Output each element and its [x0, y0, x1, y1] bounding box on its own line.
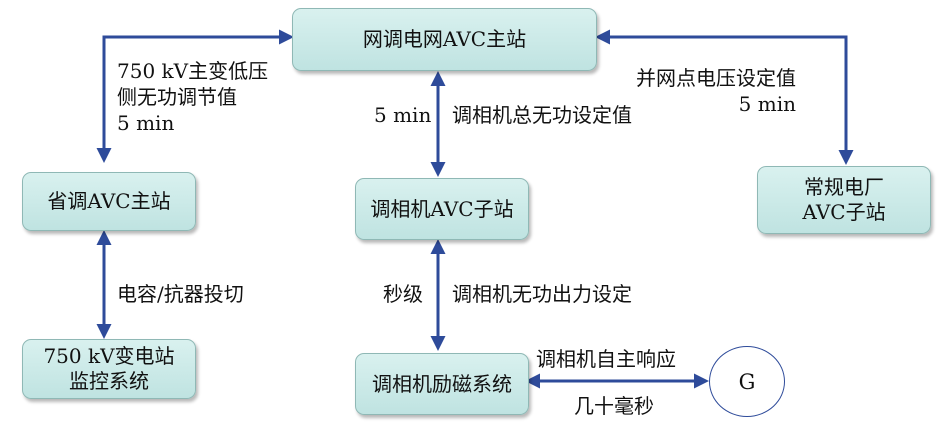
province-avc-master-node: 省调AVC主站 [22, 172, 196, 231]
excitation-system-label: 调相机励磁系统 [372, 371, 512, 396]
label-generator-top: 调相机自主响应 [536, 347, 676, 371]
label-right-top-line2: 5 min [738, 92, 796, 116]
substation-label-line2: 监控系统 [69, 369, 149, 393]
plant-label-line2: AVC子站 [802, 200, 886, 224]
grid-avc-master-node: 网调电网AVC主站 [292, 8, 597, 71]
conventional-plant-node: 常规电厂 AVC子站 [757, 166, 931, 234]
generator-circle: G [709, 346, 785, 417]
substation-label-line1: 750 kV变电站 [43, 344, 175, 368]
generator-label: G [738, 369, 756, 394]
label-mid-bottom-text: 调相机无功出力设定 [452, 282, 632, 306]
label-mid-top-time: 5 min [374, 103, 432, 127]
label-generator-bottom: 几十毫秒 [574, 394, 654, 418]
excitation-system-node: 调相机励磁系统 [355, 353, 529, 415]
condenser-avc-substation-label: 调相机AVC子站 [370, 196, 514, 221]
label-right-top-line1: 并网点电压设定值 [636, 66, 796, 90]
arrow-grid-to-plant [595, 29, 854, 165]
label-right-top: 并网点电压设定值 5 min [636, 65, 796, 117]
label-mid-bottom-time: 秒级 [383, 282, 423, 306]
grid-avc-master-label: 网调电网AVC主站 [362, 27, 527, 51]
label-mid-top-text: 调相机总无功设定值 [452, 103, 632, 127]
label-left-top-line3: 5 min [117, 111, 175, 135]
substation-monitor-node: 750 kV变电站 监控系统 [22, 339, 196, 399]
label-left-top-line2: 侧无功调节值 [117, 85, 237, 109]
label-left-bottom: 电容/抗器投切 [117, 282, 244, 306]
arrow-grid-to-province [96, 29, 294, 163]
plant-label-line1: 常规电厂 [803, 175, 884, 199]
province-avc-master-label: 省调AVC主站 [47, 189, 171, 213]
label-left-top: 750 kV主变低压 侧无功调节值 5 min [117, 58, 268, 136]
condenser-avc-substation-node: 调相机AVC子站 [355, 178, 529, 240]
label-left-top-line1: 750 kV主变低压 [117, 59, 269, 83]
